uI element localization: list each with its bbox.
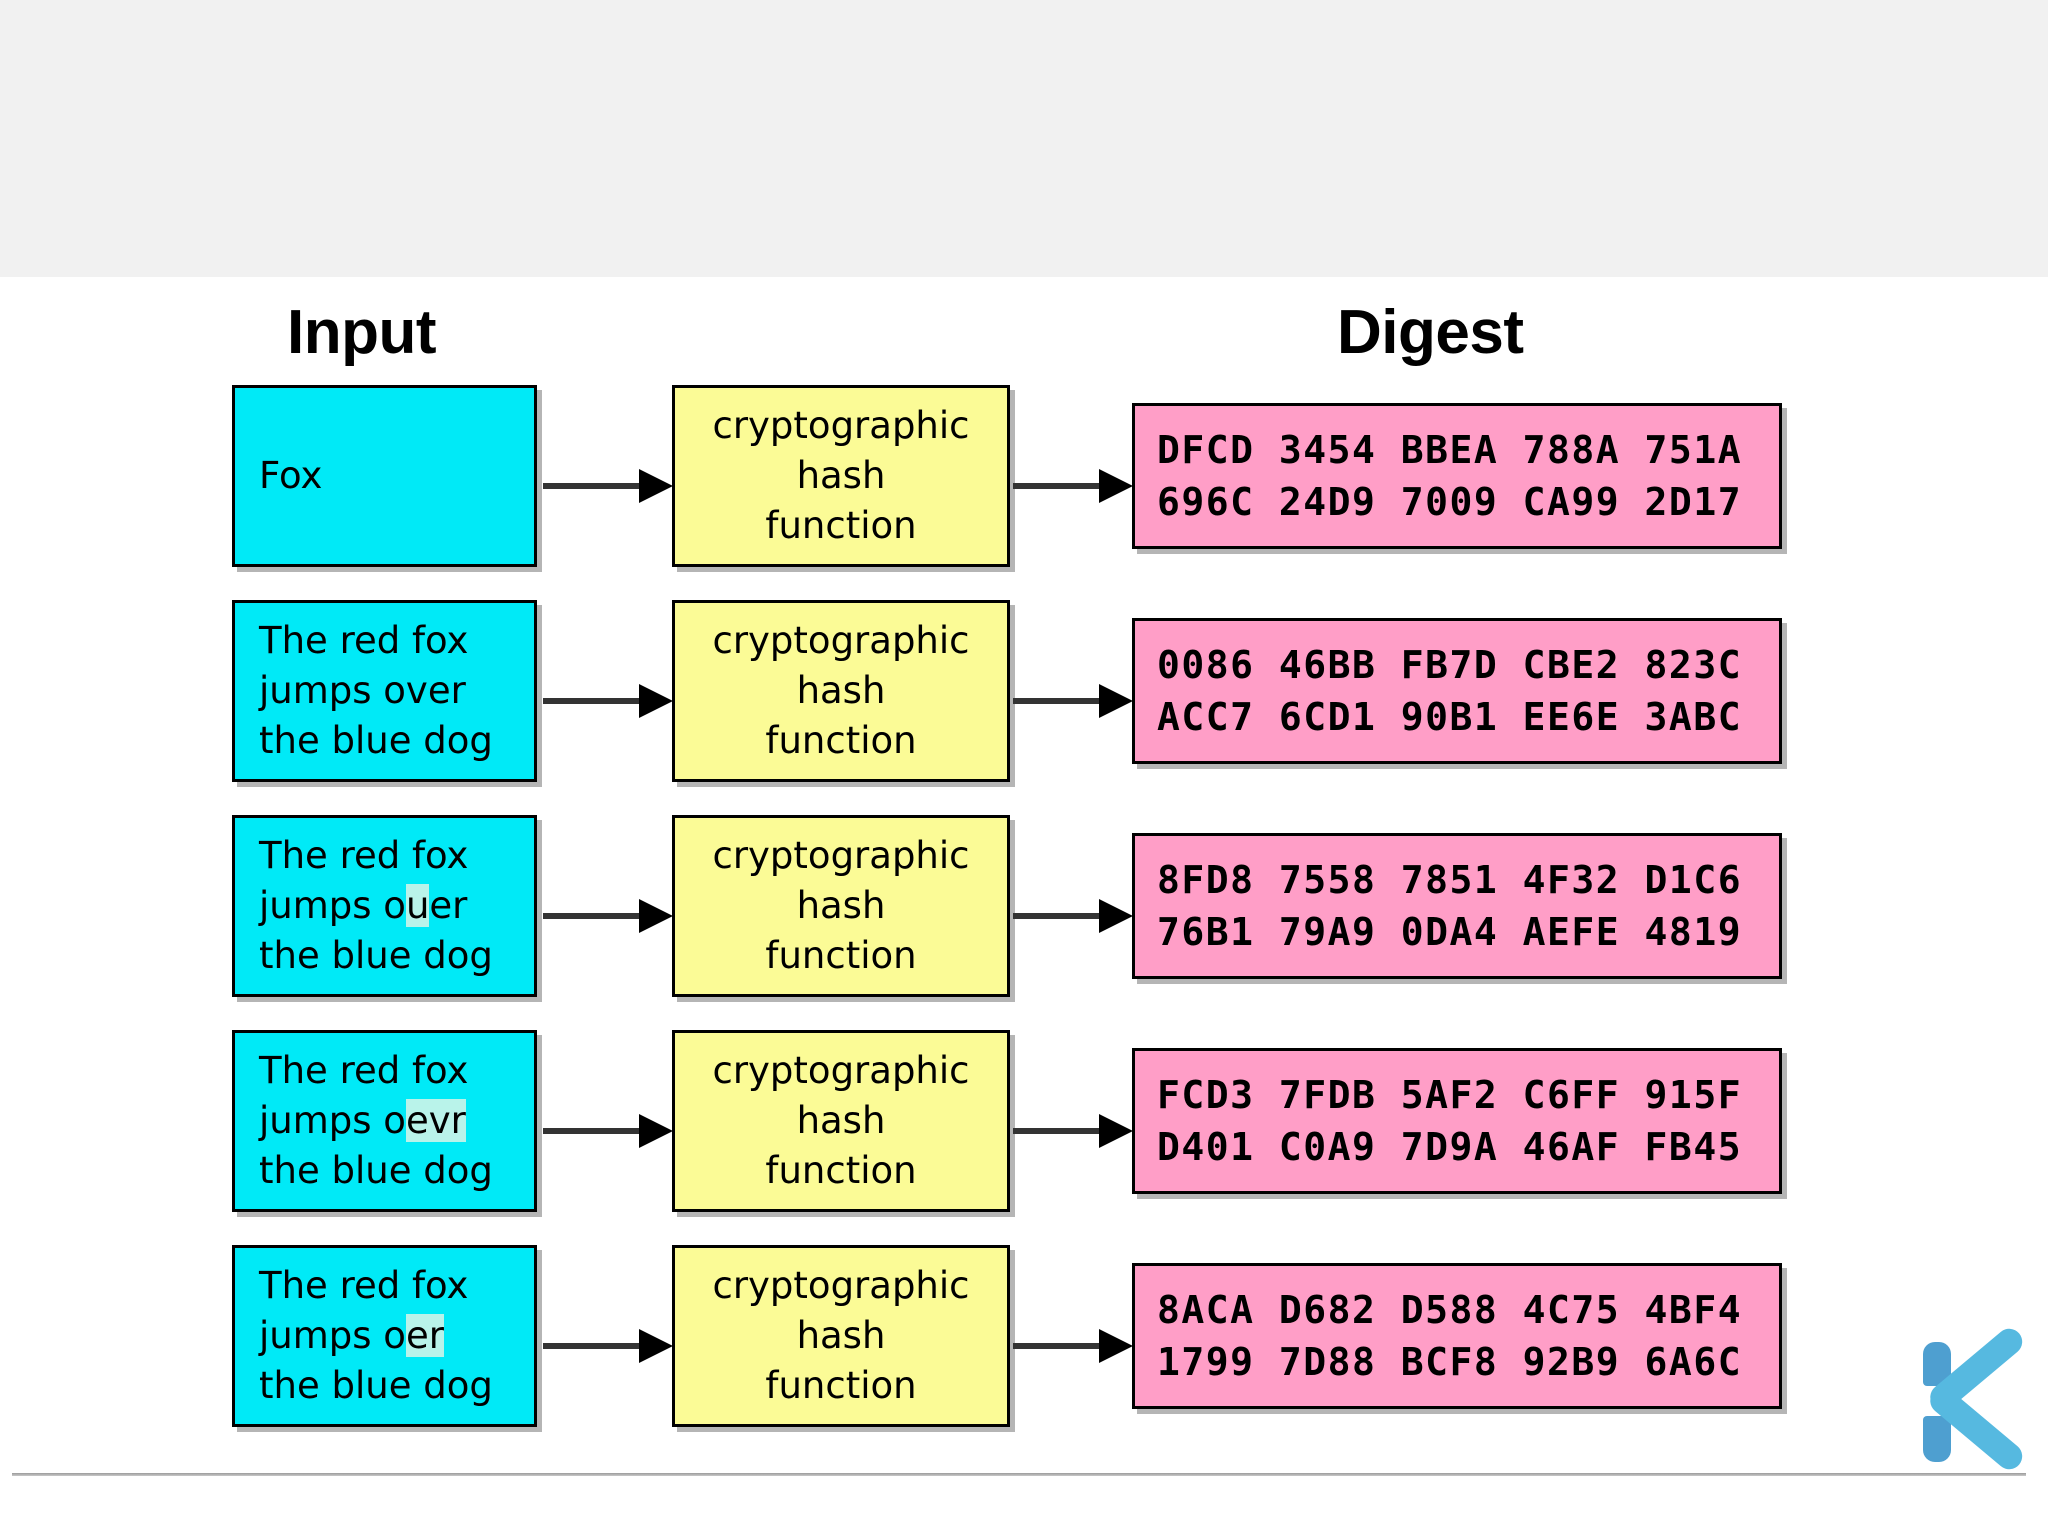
hash-function-box[interactable]: cryptographic hash function [672,600,1010,782]
arrow-head-icon [1099,469,1133,503]
input-message-text: The red fox jumps oevr the blue dog [259,1046,493,1196]
arrow-input-to-hash [543,899,675,933]
arrow-hash-to-digest [1013,469,1135,503]
input-message-box[interactable]: The red fox jumps over the blue dog [232,600,537,782]
hash-function-line-3: function [765,719,917,762]
hash-function-line-2: hash [796,669,886,712]
hash-function-line-3: function [765,1149,917,1192]
digest-line-2: 76B1 79A9 0DA4 AEFE 4819 [1157,910,1743,954]
input-text-segment: The red fox jumps o [259,834,469,927]
arrow-shaft [1013,1128,1101,1134]
digest-box[interactable]: FCD3 7FDB 5AF2 C6FF 915F D401 C0A9 7D9A … [1132,1048,1782,1194]
hash-function-box[interactable]: cryptographic hash function [672,815,1010,997]
hash-function-line-1: cryptographic [712,1264,970,1307]
arrow-shaft [1013,483,1101,489]
input-text-segment: the blue dog [259,1149,493,1192]
input-text-highlight: evr [405,1099,466,1142]
hash-function-line-2: hash [796,1099,886,1142]
hash-function-line-3: function [765,1364,917,1407]
arrow-shaft [1013,698,1101,704]
input-text-highlight: er [405,1314,444,1357]
arrow-shaft [1013,1343,1101,1349]
hash-function-line-1: cryptographic [712,1049,970,1092]
input-text-segment: The red fox jumps over the blue dog [259,619,493,762]
digest-box[interactable]: 0086 46BB FB7D CBE2 823C ACC7 6CD1 90B1 … [1132,618,1782,764]
digest-line-1: DFCD 3454 BBEA 788A 751A [1157,428,1743,472]
arrow-shaft [543,1343,641,1349]
arrow-input-to-hash [543,1114,675,1148]
arrow-shaft [543,698,641,704]
hash-function-line-1: cryptographic [712,404,970,447]
input-text-segment: Fox [259,454,323,497]
page-title-input: Input [287,298,437,367]
arrow-input-to-hash [543,684,675,718]
digest-line-2: ACC7 6CD1 90B1 EE6E 3ABC [1157,695,1743,739]
hash-function-line-2: hash [796,454,886,497]
arrow-head-icon [639,899,673,933]
hash-function-line-3: function [765,504,917,547]
hash-row: The red fox jumps oer the blue dog crypt… [0,1245,2048,1430]
brand-logo-icon [1915,1323,2045,1475]
hash-function-line-3: function [765,934,917,977]
digest-line-1: FCD3 7FDB 5AF2 C6FF 915F [1157,1073,1743,1117]
digest-line-2: 696C 24D9 7009 CA99 2D17 [1157,480,1743,524]
hash-function-box[interactable]: cryptographic hash function [672,385,1010,567]
top-grey-band [0,0,2048,277]
arrow-head-icon [639,469,673,503]
arrow-input-to-hash [543,469,675,503]
hash-function-box[interactable]: cryptographic hash function [672,1030,1010,1212]
arrow-hash-to-digest [1013,1114,1135,1148]
hash-row: Fox cryptographic hash function DFCD 345… [0,385,2048,570]
digest-line-1: 8FD8 7558 7851 4F32 D1C6 [1157,858,1743,902]
hash-function-line-1: cryptographic [712,834,970,877]
digest-box[interactable]: 8ACA D682 D588 4C75 4BF4 1799 7D88 BCF8 … [1132,1263,1782,1409]
input-message-box[interactable]: The red fox jumps oevr the blue dog [232,1030,537,1212]
digest-box[interactable]: DFCD 3454 BBEA 788A 751A 696C 24D9 7009 … [1132,403,1782,549]
slide-canvas: Input Digest Fox cryptographic hash func… [0,277,2048,1536]
hash-row: The red fox jumps over the blue dog cryp… [0,600,2048,785]
input-message-text: The red fox jumps over the blue dog [259,616,493,766]
hash-function-line-2: hash [796,1314,886,1357]
input-message-box[interactable]: Fox [232,385,537,567]
arrow-head-icon [639,684,673,718]
input-text-segment: er the blue dog [259,884,493,977]
input-message-box[interactable]: The red fox jumps oer the blue dog [232,1245,537,1427]
input-message-text: The red fox jumps ouer the blue dog [259,831,493,981]
hash-row: The red fox jumps ouer the blue dog cryp… [0,815,2048,1000]
input-message-text: The red fox jumps oer the blue dog [259,1261,493,1411]
digest-line-1: 8ACA D682 D588 4C75 4BF4 [1157,1288,1743,1332]
input-text-segment: The red fox jumps o [259,1264,469,1357]
arrow-hash-to-digest [1013,684,1135,718]
arrow-input-to-hash [543,1329,675,1363]
arrow-head-icon [1099,684,1133,718]
digest-line-1: 0086 46BB FB7D CBE2 823C [1157,643,1743,687]
digest-line-2: D401 C0A9 7D9A 46AF FB45 [1157,1125,1743,1169]
arrow-head-icon [1099,899,1133,933]
input-text-segment: The red fox jumps o [259,1049,469,1142]
digest-box[interactable]: 8FD8 7558 7851 4F32 D1C6 76B1 79A9 0DA4 … [1132,833,1782,979]
arrow-shaft [543,483,641,489]
input-text-segment: the blue dog [259,1364,493,1407]
arrow-hash-to-digest [1013,1329,1135,1363]
input-message-box[interactable]: The red fox jumps ouer the blue dog [232,815,537,997]
arrow-head-icon [639,1329,673,1363]
arrow-head-icon [1099,1329,1133,1363]
hash-function-box[interactable]: cryptographic hash function [672,1245,1010,1427]
footer-divider [12,1473,2026,1476]
arrow-hash-to-digest [1013,899,1135,933]
hash-function-line-2: hash [796,884,886,927]
arrow-head-icon [1099,1114,1133,1148]
logo-stem-bottom [1923,1416,1951,1462]
input-message-text: Fox [259,451,322,501]
hash-function-line-1: cryptographic [712,619,970,662]
input-text-highlight: u [405,884,430,927]
digest-line-2: 1799 7D88 BCF8 92B9 6A6C [1157,1340,1743,1384]
arrow-shaft [1013,913,1101,919]
arrow-shaft [543,1128,641,1134]
hash-row: The red fox jumps oevr the blue dog cryp… [0,1030,2048,1215]
page-title-digest: Digest [1337,298,1524,367]
arrow-shaft [543,913,641,919]
arrow-head-icon [639,1114,673,1148]
